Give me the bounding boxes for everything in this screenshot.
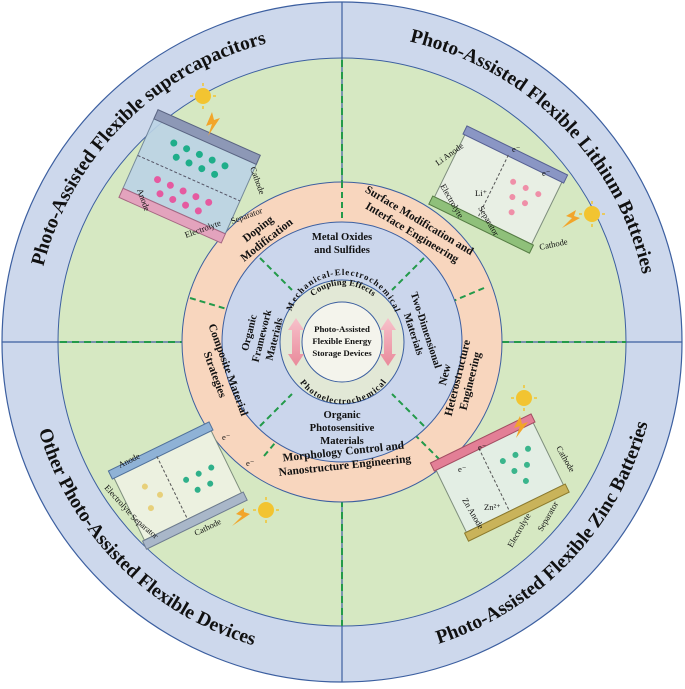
zinc-battery-device — [429, 413, 570, 542]
zn-electron-label-1: e⁻ — [458, 464, 467, 474]
li-electron-label-2: e⁻ — [542, 168, 551, 178]
lightning-icon — [206, 112, 220, 136]
svg-text:Photosensitive: Photosensitive — [310, 423, 375, 434]
svg-text:Flexible Energy: Flexible Energy — [312, 336, 372, 346]
svg-text:Organic: Organic — [323, 410, 360, 421]
svg-text:Materials: Materials — [320, 436, 364, 447]
li-electron-label-1: e⁻ — [512, 144, 521, 154]
lightning-icon — [514, 416, 528, 438]
svg-text:Storage Devices: Storage Devices — [312, 348, 372, 358]
inner-metal-oxides: Metal Oxides and Sulfides — [312, 232, 372, 256]
other-electron-label-2: e⁻ — [246, 458, 255, 468]
zn-electron-label-2: e⁻ — [478, 442, 487, 452]
svg-text:New: New — [437, 362, 454, 387]
svg-text:and Sulfides: and Sulfides — [314, 245, 370, 256]
other-electron-label-1: e⁻ — [222, 432, 231, 442]
lightning-icon — [232, 508, 250, 526]
sun-icon — [511, 385, 537, 411]
sun-icon — [579, 201, 605, 227]
li-ion-label: Li⁺ — [475, 188, 488, 198]
svg-text:Photo-Assisted: Photo-Assisted — [314, 324, 370, 334]
dashed-dividers — [60, 60, 626, 626]
lightning-icon — [562, 210, 580, 228]
svg-text:Metal Oxides: Metal Oxides — [312, 232, 372, 243]
sun-icon — [190, 83, 216, 109]
core-center-label: Photo-Assisted Flexible Energy Storage D… — [312, 324, 372, 358]
core-center — [301, 301, 383, 383]
zn-ion-label: Zn²⁺ — [484, 502, 501, 512]
inner-organic-photosensitive: Organic Photosensitive Materials — [310, 410, 375, 447]
core-arrows — [288, 318, 396, 366]
supercapacitor-device — [118, 109, 261, 244]
lithium-battery-device — [428, 125, 569, 254]
inner-ring-dividers — [259, 257, 425, 427]
sun-icon — [253, 497, 279, 523]
other-device — [107, 421, 248, 550]
